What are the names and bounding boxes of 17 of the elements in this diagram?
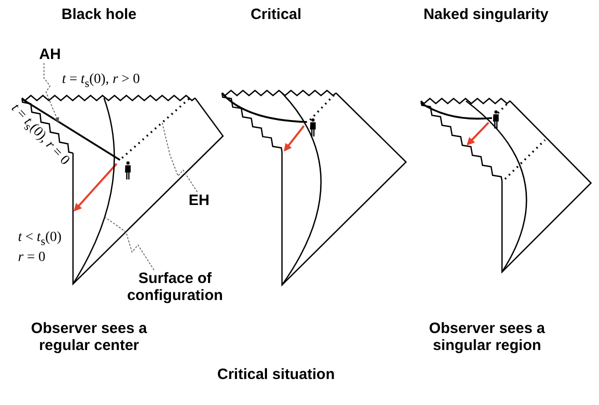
callout-label: EH <box>182 192 216 209</box>
callout-label: AH <box>30 46 70 63</box>
callout-label: Surface of configuration <box>105 270 245 304</box>
math-label: t = t$_{s}$(0), r > 0 <box>62 72 140 90</box>
caption-text: Critical situation <box>216 366 336 383</box>
math-label: r = 0 <box>18 250 46 266</box>
leader-line <box>44 62 60 122</box>
caption-text: Observer sees a singular region <box>428 320 546 354</box>
math-label: t < t$_{s}$(0) <box>18 230 62 248</box>
caption-text: Observer sees a regular center <box>30 320 148 354</box>
panel-title: Black hole <box>60 6 138 23</box>
leader-line <box>104 216 154 270</box>
leader-line <box>162 122 198 192</box>
dotted-horizon-line <box>121 97 191 159</box>
surface-curve <box>72 98 115 284</box>
panel-title: Naked singularity <box>422 6 550 23</box>
panel-title: Critical <box>250 6 302 23</box>
